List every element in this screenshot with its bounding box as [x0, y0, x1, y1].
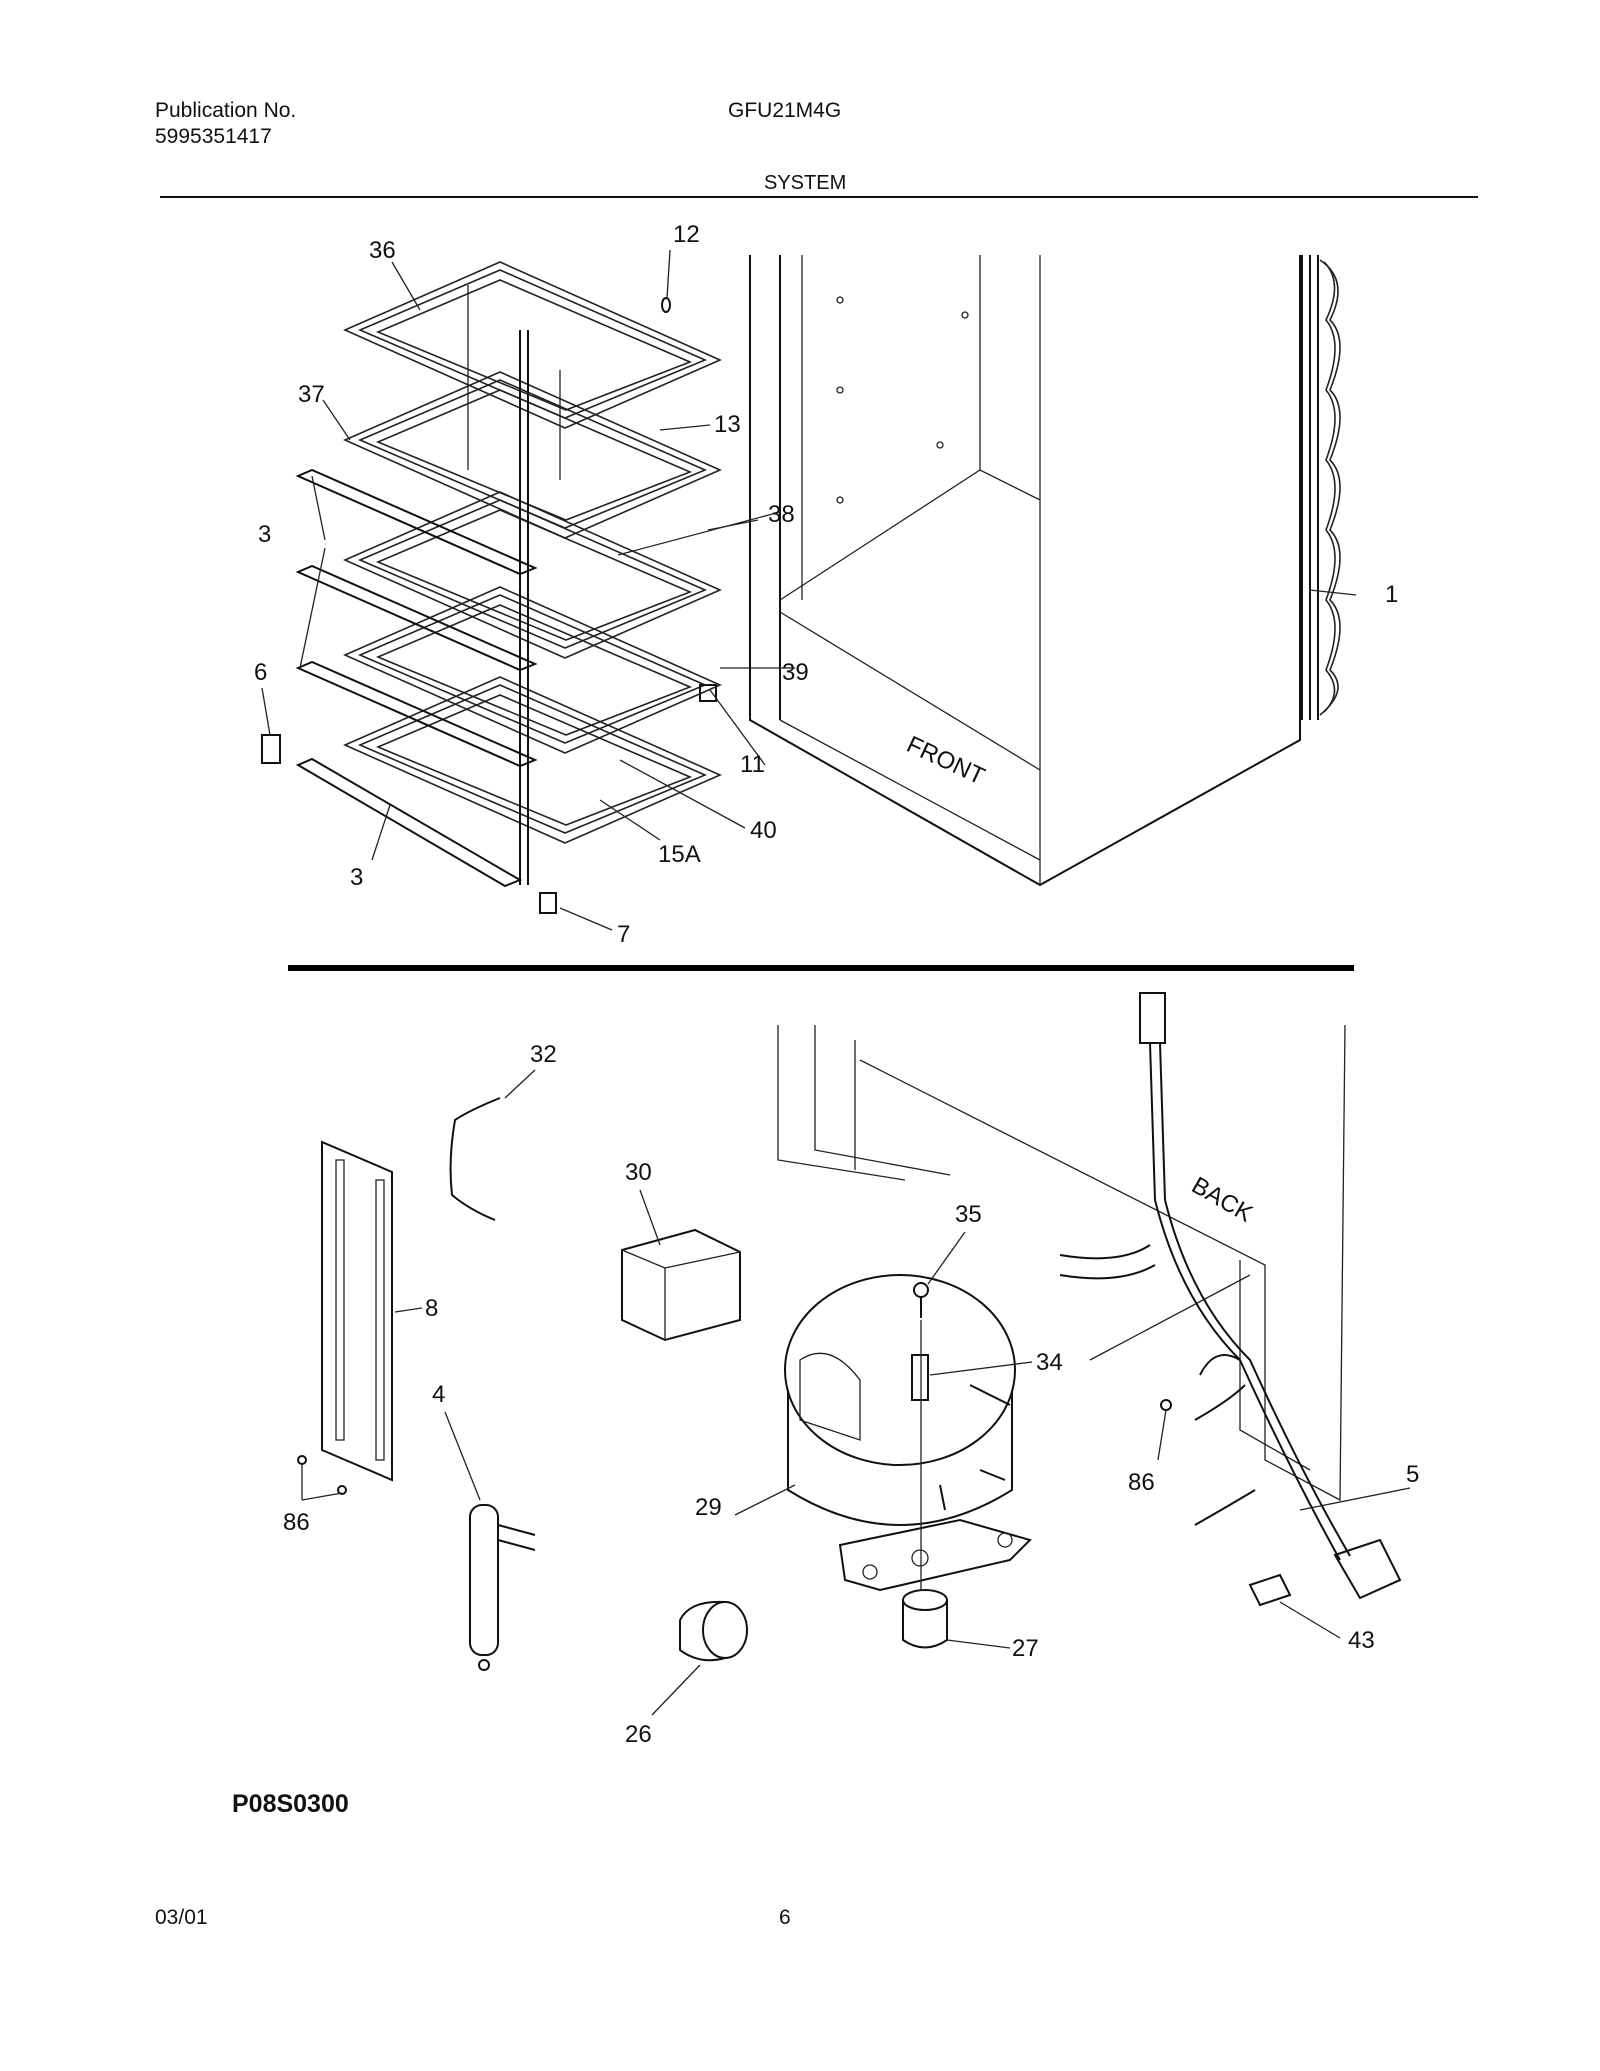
callout-34: 34	[1036, 1349, 1063, 1376]
callout-86-right: 86	[1128, 1469, 1155, 1496]
callout-7: 7	[617, 921, 630, 948]
callout-36: 36	[369, 237, 396, 264]
model-number: GFU21M4G	[728, 99, 842, 122]
callout-8: 8	[425, 1295, 438, 1322]
page-number: 6	[779, 1906, 791, 1929]
publication-label: Publication No.	[155, 99, 297, 122]
screw-part	[661, 297, 671, 313]
wire-harness-part	[449, 1097, 501, 1221]
power-cord-part	[1059, 992, 1402, 1600]
compressor-grommet-part	[902, 1589, 948, 1649]
evaporator-shelf-coils	[343, 261, 722, 885]
callout-27: 27	[1012, 1635, 1039, 1662]
callout-39: 39	[782, 659, 809, 686]
light-socket-part	[261, 734, 281, 764]
callout-1: 1	[1385, 581, 1398, 608]
footer-date: 03/01	[155, 1906, 208, 1929]
section-title: SYSTEM	[764, 172, 847, 194]
callout-5: 5	[1406, 1461, 1419, 1488]
callout-43: 43	[1348, 1627, 1375, 1654]
header-rule	[160, 196, 1478, 198]
callout-26: 26	[625, 1721, 652, 1748]
callout-15a: 15A	[658, 841, 701, 868]
callout-35: 35	[955, 1201, 982, 1228]
drier-part	[469, 1504, 536, 1671]
freezer-cabinet	[749, 255, 1301, 887]
clamp-part	[679, 1600, 748, 1662]
callout-4: 4	[432, 1381, 445, 1408]
ground-screw-part	[1160, 1399, 1172, 1411]
thermostat-clip-part	[699, 684, 717, 702]
callout-29: 29	[695, 1494, 722, 1521]
section-divider	[288, 965, 1354, 971]
callout-40: 40	[750, 817, 777, 844]
relay-part	[621, 1228, 741, 1342]
callout-86-left: 86	[283, 1509, 310, 1536]
callout-32: 32	[530, 1041, 557, 1068]
cabinet-base	[777, 1024, 1346, 1502]
publication-number: 5995351417	[155, 125, 272, 148]
back-plate-part	[297, 1140, 393, 1495]
drain-fitting-part	[539, 892, 557, 914]
wire-clip-part	[1248, 1573, 1292, 1607]
callout-11: 11	[740, 751, 765, 778]
callout-38: 38	[768, 501, 795, 528]
callout-12: 12	[673, 221, 700, 248]
callout-3-upper: 3	[258, 521, 271, 548]
callout-37: 37	[298, 381, 325, 408]
condenser-coil	[1301, 255, 1341, 720]
shelf-retainers	[295, 468, 538, 888]
callout-13: 13	[714, 411, 741, 438]
diagram-code: P08S0300	[232, 1790, 349, 1818]
callout-6: 6	[254, 659, 267, 686]
compressor-part	[784, 1274, 1032, 1592]
front-label: FRONT	[902, 731, 989, 791]
back-label: BACK	[1187, 1172, 1257, 1228]
callout-3-lower: 3	[350, 864, 363, 891]
mounting-screw-part	[913, 1282, 929, 1298]
callout-30: 30	[625, 1159, 652, 1186]
